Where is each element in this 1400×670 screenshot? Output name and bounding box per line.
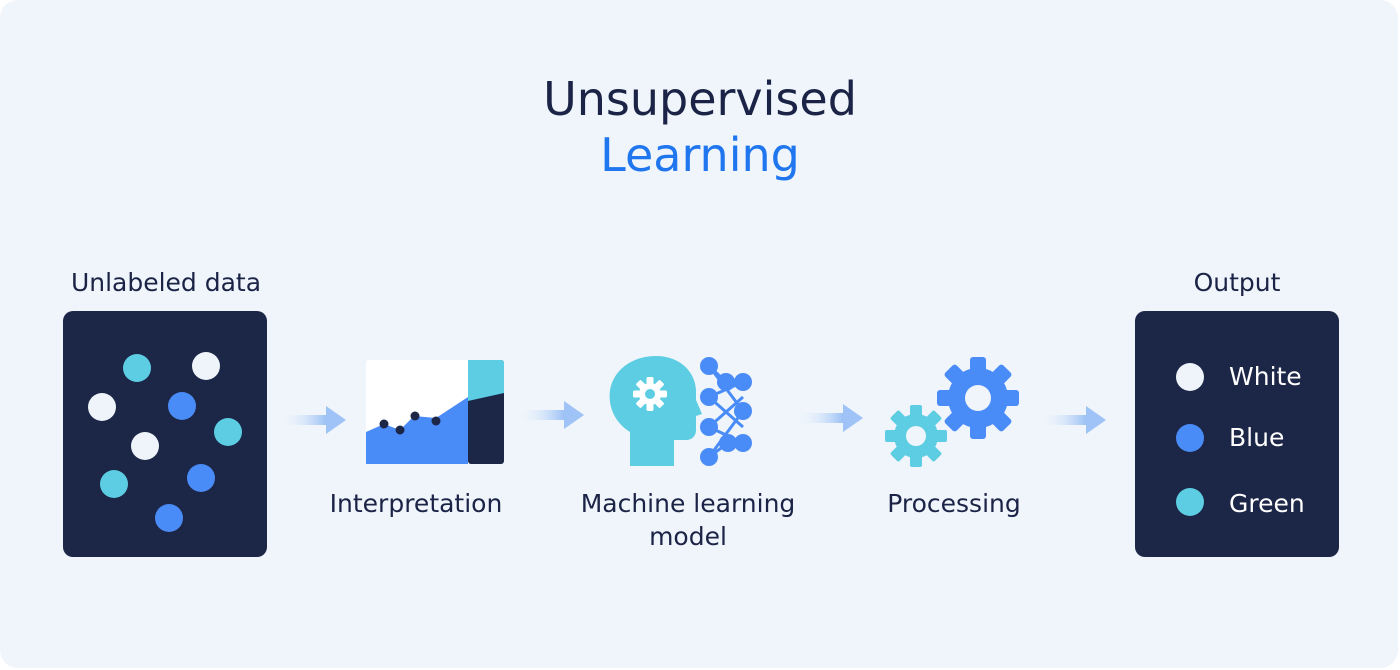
data-dot (131, 432, 159, 460)
gears-icon (885, 357, 1019, 467)
unlabeled-data-label: Unlabeled data (70, 268, 262, 297)
flow-arrow-icon (280, 406, 346, 434)
data-dot (100, 470, 128, 498)
data-dot (88, 393, 116, 421)
processing-label: Processing (887, 489, 1021, 518)
blue-cluster-dot (1176, 424, 1204, 452)
data-dot (187, 464, 215, 492)
model-label-line-1: Machine learning (580, 489, 796, 518)
brain-network-icon (609, 356, 752, 466)
output-item-blue: Blue (1229, 423, 1285, 452)
output-panel: White Blue Green (1135, 311, 1339, 557)
flow-arrow-icon (1040, 406, 1106, 434)
data-dot (168, 392, 196, 420)
data-dot (155, 504, 183, 532)
model-label-line-2: model (649, 522, 727, 551)
flow-arrow-icon (518, 401, 584, 429)
white-cluster-dot (1176, 363, 1204, 391)
data-dot (214, 418, 242, 446)
unlabeled-data-panel (63, 311, 267, 557)
data-dot (123, 354, 151, 382)
green-cluster-dot (1176, 488, 1204, 516)
output-label: Output (1193, 268, 1281, 297)
output-item-green: Green (1229, 489, 1305, 518)
scattered-dots-icon (88, 352, 242, 532)
output-item-white: White (1229, 362, 1302, 391)
data-dot (192, 352, 220, 380)
interpretation-label: Interpretation (329, 489, 503, 518)
flow-arrow-icon (797, 404, 863, 432)
title-line-2: Learning (600, 128, 800, 182)
area-chart-icon (366, 360, 504, 464)
title-line-1: Unsupervised (543, 72, 857, 126)
